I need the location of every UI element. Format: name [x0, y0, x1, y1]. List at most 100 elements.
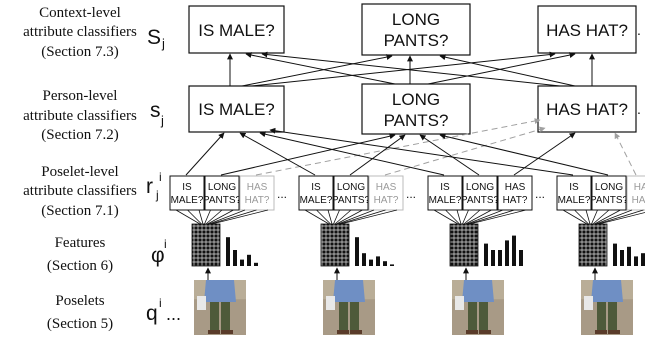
feature-to-box-line	[187, 209, 202, 225]
poselet-box-text: MALE?	[171, 195, 204, 206]
poselet-groups: ISMALE?LONGPANTS?HASHAT?...ISMALE?LONGPA…	[169, 175, 645, 335]
feature-to-box-line	[462, 209, 469, 225]
histogram-bar	[620, 250, 624, 266]
hog-feature-patch	[578, 223, 608, 267]
histogram-bar	[498, 250, 502, 266]
histogram-bar	[512, 235, 516, 266]
histogram-bar	[240, 259, 244, 266]
poselet-box-text: LONG	[208, 182, 237, 193]
histogram-bar	[362, 253, 366, 266]
context-box-long-pants-text-2: PANTS?	[384, 31, 449, 50]
poselet-to-person-edges	[185, 118, 637, 176]
poselet-group-1: ISMALE?LONGPANTS?HASHAT?...	[169, 175, 287, 335]
poselet-box-text: IS	[311, 182, 321, 193]
context-symbol: S j	[147, 26, 165, 51]
feature-to-box-line	[466, 209, 504, 225]
poselet-box-text: HAS	[247, 182, 268, 193]
person-box-long-pants-text-1: LONG	[392, 90, 440, 109]
person-row-label: Person-level attribute classifiers (Sect…	[23, 88, 137, 143]
poselet-box-text: PANTS?	[461, 195, 500, 206]
poselet-label-line-3: (Section 7.1)	[41, 203, 118, 219]
histogram-bar	[519, 250, 523, 266]
feature-to-box-line	[433, 209, 459, 225]
poselet-box-text: HAS	[634, 182, 645, 193]
edge-g1-hashat	[384, 126, 546, 176]
feature-to-box-line	[334, 209, 352, 225]
poselet-box-text: LONG	[595, 182, 624, 193]
histogram-bar	[484, 243, 488, 266]
poselet-label-line-2: attribute classifiers	[23, 183, 137, 199]
edge-g2-longpants	[419, 134, 480, 176]
feature-to-box-line	[336, 209, 363, 225]
poselet-box-is-male: IS MALE?	[298, 175, 334, 211]
feature-to-box-line	[592, 209, 610, 225]
edge-g3-hashat	[614, 132, 637, 176]
histogram-bar	[491, 250, 495, 266]
edge-g3-ismale	[269, 127, 574, 176]
edge-g3-longpants	[439, 133, 609, 176]
context-label-line-2: attribute classifiers	[23, 24, 137, 40]
context-symbol-sub: j	[161, 36, 165, 51]
features-symbol-main: φ	[151, 244, 165, 267]
poselet-box-long-pants: LONG PANTS?	[203, 175, 242, 211]
features-symbol-sup: i	[164, 237, 167, 251]
poselets-symbol-main: q	[146, 302, 158, 325]
edge-g0-longpants	[220, 133, 396, 176]
poselets-symbol-sup: i	[159, 296, 162, 310]
feature-to-box-line	[597, 209, 644, 225]
poselets-row-label: Poselets (Section 5)	[47, 293, 113, 332]
poselet-box-text: MALE?	[300, 195, 333, 206]
histogram-bar	[383, 261, 387, 266]
context-box-has-hat: HAS HAT?	[537, 5, 637, 54]
edge-g2-hashat	[513, 132, 576, 176]
edge-p1-c0	[245, 52, 396, 85]
person-trailing-mark: .	[637, 101, 641, 117]
histogram-bar	[390, 264, 394, 266]
feature-to-box-line	[210, 209, 257, 225]
context-label-line-1: Context-level	[39, 5, 121, 21]
poselet-box-text: LONG	[466, 182, 495, 193]
context-trailing-mark: .	[637, 22, 641, 38]
histogram-bar	[634, 256, 638, 266]
poselet-box-text: HAT?	[503, 195, 528, 206]
person-symbol-main: s	[150, 99, 161, 122]
poselets-label-line-2: (Section 5)	[47, 316, 113, 332]
feature-to-box-line	[340, 209, 398, 225]
edge-g1-ismale	[239, 132, 316, 176]
feature-to-box-line	[175, 209, 201, 225]
hog-feature-patch	[449, 223, 479, 267]
histogram-bar	[247, 254, 251, 266]
poselet-symbol: r j i	[146, 170, 162, 202]
feature-to-box-line	[337, 209, 375, 225]
poselets-label-line-1: Poselets	[55, 293, 104, 309]
person-box-has-hat: HAS HAT?	[537, 85, 637, 133]
edge-g0-hashat	[255, 118, 541, 176]
poselet-symbol-sub: j	[155, 188, 159, 202]
poselet-label-line-1: Poselet-level	[41, 164, 118, 180]
poselet-symbol-main: r	[146, 175, 153, 198]
poselet-box-text: LONG	[337, 182, 366, 193]
person-to-context-edges	[227, 51, 595, 87]
feature-to-box-line	[595, 209, 633, 225]
features-row-label: Features (Section 6)	[47, 235, 113, 274]
edge-p0-c1	[241, 54, 393, 87]
person-box-is-male: IS MALE?	[188, 85, 285, 133]
poselet-box-text: IS	[440, 182, 450, 193]
poselet-box-text: HAT?	[374, 195, 399, 206]
poselet-group-ellipsis: ...	[535, 187, 545, 201]
feature-to-box-line	[205, 209, 223, 225]
poselet-group-ellipsis: ...	[277, 187, 287, 201]
feature-to-box-line	[208, 209, 246, 225]
context-box-is-male: IS MALE?	[188, 5, 285, 54]
feature-to-box-line	[333, 209, 340, 225]
context-row-label: Context-level attribute classifiers (Sec…	[23, 5, 137, 60]
feature-to-box-line	[316, 209, 331, 225]
poselet-box-text: PANTS?	[203, 195, 242, 206]
person-box-long-pants: LONG PANTS?	[361, 83, 471, 135]
poselet-box-long-pants: LONG PANTS?	[461, 175, 500, 211]
